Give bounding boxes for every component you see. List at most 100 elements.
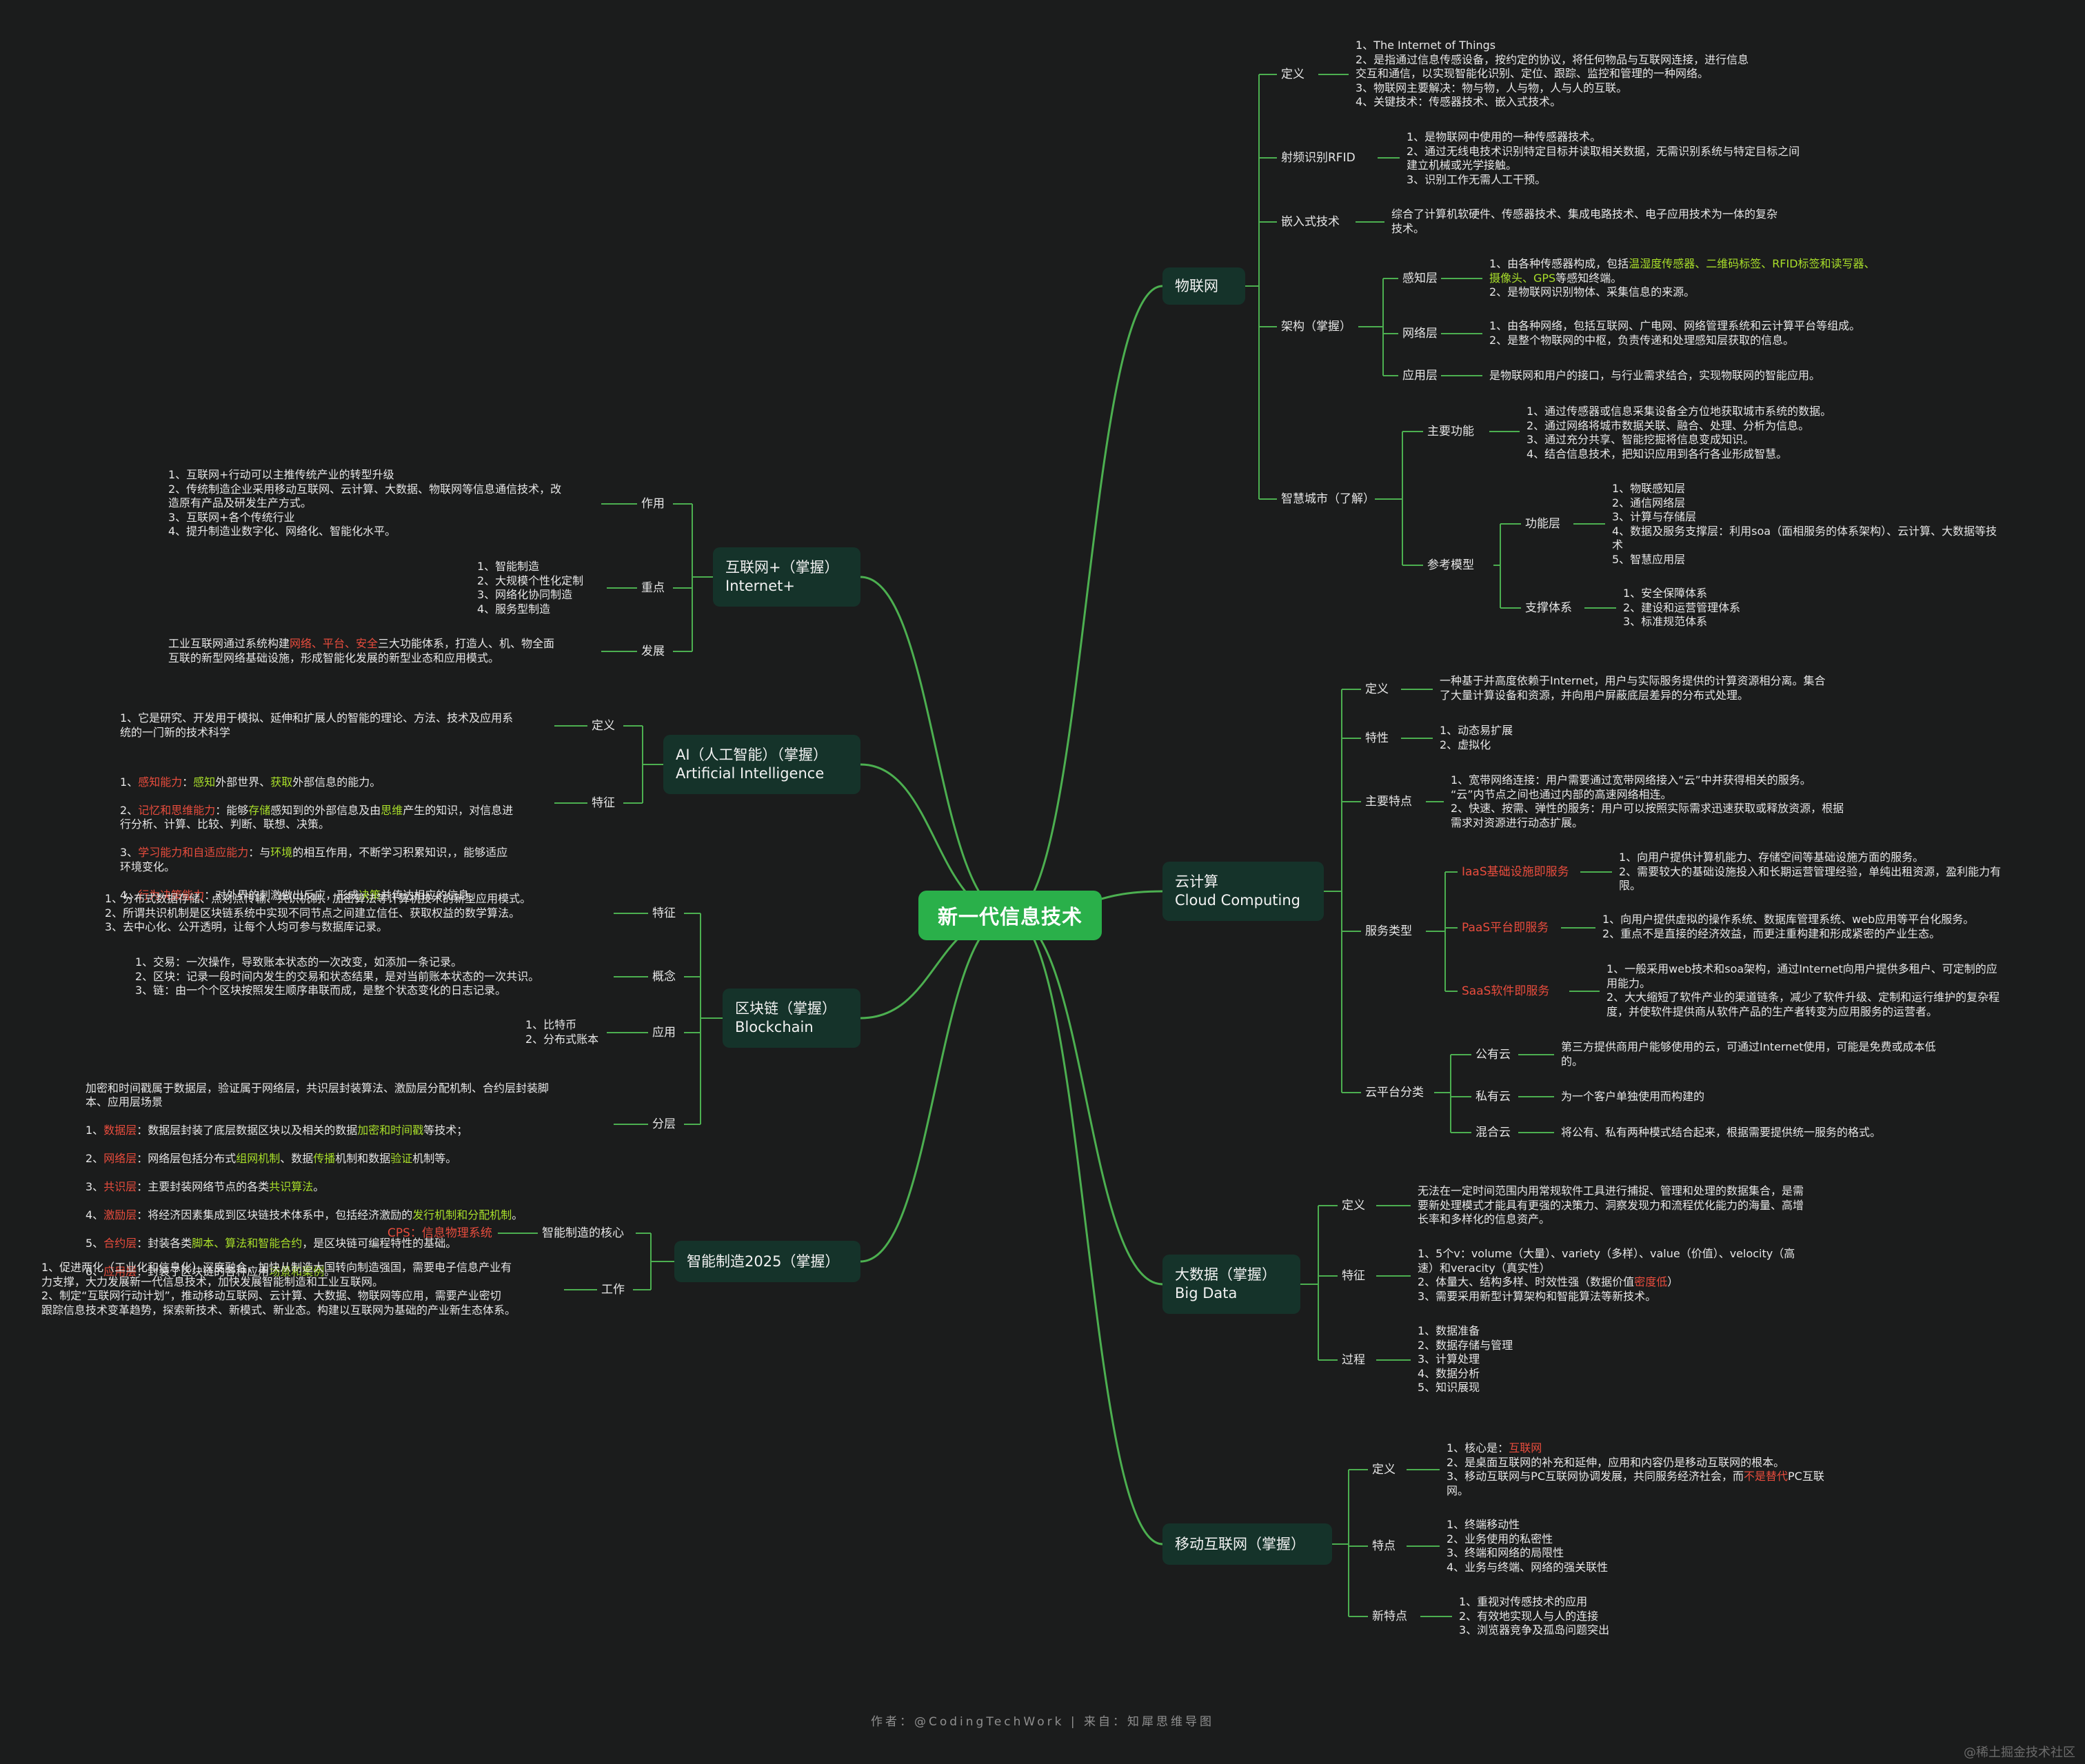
text-mobile-def-a: 1、核心是： <box>1447 1441 1509 1454</box>
topic-internetplus[interactable]: 互联网+（掌握） Internet+ <box>713 547 860 607</box>
topic-ai[interactable]: AI（人工智能）（掌握） Artificial Intelligence <box>663 735 860 794</box>
topic-internetplus-title: 互联网+（掌握） <box>725 559 839 576</box>
label-mobile-new-traits[interactable]: 新特点 <box>1372 1610 1407 1623</box>
label-cloud-public[interactable]: 公有云 <box>1475 1048 1511 1062</box>
label-made2025-core[interactable]: 智能制造的核心 <box>542 1226 624 1240</box>
text-ip-dev-c: 三大功能体系，打造人、机、物全面 互联的新型网络基础设施，形成智能化发展的新型业… <box>168 637 555 665</box>
label-iot-app-layer[interactable]: 应用层 <box>1402 369 1438 383</box>
label-internetplus-role[interactable]: 作用 <box>641 497 665 511</box>
label-cloud-service-types[interactable]: 服务类型 <box>1365 924 1412 938</box>
label-made2025-cps[interactable]: CPS：信息物理系统 <box>387 1226 492 1240</box>
topic-bigdata[interactable]: 大数据（掌握） Big Data <box>1162 1255 1300 1314</box>
label-made2025-work[interactable]: 工作 <box>601 1283 625 1297</box>
text-ip-dev-highlight: 网络、平台、安全 <box>290 637 379 650</box>
text-cloud-iaas: 1、向用户提供计算机能力、存储空间等基础设施方面的服务。 2、需要较大的基础设施… <box>1619 851 2002 892</box>
label-internetplus-development[interactable]: 发展 <box>641 645 665 658</box>
text-cloud-public: 第三方提供商用户能够使用的云，可通过Internet使用，可能是免费或成本低 的… <box>1561 1040 1936 1068</box>
text-internetplus-development: 工业互联网通过系统构建网络、平台、安全三大功能体系，打造人、机、物全面 互联的新… <box>168 637 554 665</box>
text-iot-sense-a: 1、由各种传感器构成，包括 <box>1489 257 1629 270</box>
topic-blockchain-title: 区块链（掌握） <box>735 1000 836 1017</box>
label-blockchain-application[interactable]: 应用 <box>652 1026 676 1040</box>
topic-blockchain-subtitle: Blockchain <box>735 1019 814 1035</box>
label-iot-rfid[interactable]: 射频识别RFID <box>1281 151 1356 165</box>
label-city-reference-model[interactable]: 参考模型 <box>1427 558 1474 572</box>
text-iot-network-layer: 1、由各种网络，包括互联网、广电网、网络管理系统和云计算平台等组成。 2、是整个… <box>1489 319 1861 347</box>
text-bc-layer-5: 5、合约层：封装各类脚本、算法和智能合约，是区块链可编程特性的基础。 <box>85 1237 457 1250</box>
text-iot-embedded: 综合了计算机软硬件、传感器技术、集成电路技术、电子应用技术为一体的复杂 技术。 <box>1391 207 1778 235</box>
text-bc-layer-6: 6、应用层：封装了区块链的各种应用场景和案例。 <box>85 1265 336 1278</box>
label-iot-architecture[interactable]: 架构（掌握） <box>1281 320 1351 334</box>
text-blockchain-concept: 1、交易：一次操作，导致账本状态的一次改变，如添加一条记录。 2、区块：记录一段… <box>135 955 540 997</box>
label-model-function-layer[interactable]: 功能层 <box>1525 517 1560 531</box>
label-cloud-private[interactable]: 私有云 <box>1475 1090 1511 1104</box>
label-blockchain-layers[interactable]: 分层 <box>652 1117 676 1131</box>
text-blockchain-layers: 加密和时间戳属于数据层，验证属于网络层，共识层封装算法、激励层分配机制、合约层封… <box>85 1067 549 1293</box>
label-iot-smart-city[interactable]: 智慧城市（了解） <box>1281 492 1375 506</box>
text-bigdata-features-c: ） 3、需要采用新型计算架构和智能算法等新技术。 <box>1418 1275 1679 1303</box>
text-cloud-hybrid: 将公有、私有两种模式结合起来，根据需要提供统一服务的格式。 <box>1561 1126 1882 1139</box>
topic-blockchain[interactable]: 区块链（掌握） Blockchain <box>723 989 860 1048</box>
text-ai-feature-4: 4、行为决策能力：对外界的刺激做出反应，形成决策并传达相应的信息。 <box>120 888 481 902</box>
text-cloud-saas: 1、一般采用web技术和soa架构，通过Internet向用户提供多租户、可定制… <box>1606 962 2000 1018</box>
label-model-support-system[interactable]: 支撑体系 <box>1525 601 1572 615</box>
topic-cloud-subtitle: Cloud Computing <box>1175 892 1300 909</box>
label-city-main-functions[interactable]: 主要功能 <box>1427 425 1474 438</box>
label-mobile-traits[interactable]: 特点 <box>1372 1539 1396 1553</box>
label-cloud-features[interactable]: 特性 <box>1365 731 1389 745</box>
text-ai-feature-3: 3、学习能力和自适应能力：与环境的相互作用，不断学习积累知识，，能够适应 环境变… <box>120 846 508 873</box>
label-ai-features[interactable]: 特征 <box>592 796 615 810</box>
topic-ai-subtitle: Artificial Intelligence <box>676 765 825 782</box>
text-bc-layer-3: 3、共识层：主要封装网络节点的各类共识算法。 <box>85 1180 325 1193</box>
text-model-function-layer: 1、物联感知层 2、通信网络层 3、计算与存储层 4、数据及服务支撑层：利用so… <box>1612 482 1997 566</box>
label-cloud-iaas[interactable]: IaaS基础设施即服务 <box>1462 865 1569 879</box>
topic-mobile-title: 移动互联网（掌握） <box>1175 1535 1305 1552</box>
label-blockchain-concept[interactable]: 概念 <box>652 970 676 984</box>
label-bigdata-features[interactable]: 特征 <box>1342 1269 1365 1283</box>
text-iot-sense-layer: 1、由各种传感器构成，包括温湿度传感器、二维码标签、RFID标签和读写器、 摄像… <box>1489 257 1875 300</box>
text-cloud-features: 1、动态易扩展 2、虚拟化 <box>1440 724 1513 751</box>
label-iot-sense-layer[interactable]: 感知层 <box>1402 272 1438 285</box>
text-cloud-private: 为一个客户单独使用而构建的 <box>1561 1090 1705 1103</box>
label-mobile-definition[interactable]: 定义 <box>1372 1463 1396 1477</box>
root-node[interactable]: 新一代信息技术 <box>918 891 1102 940</box>
label-cloud-saas[interactable]: SaaS软件即服务 <box>1462 984 1550 998</box>
label-cloud-platform-types[interactable]: 云平台分类 <box>1365 1086 1424 1099</box>
text-internetplus-key: 1、智能制造 2、大规模个性化定制 3、网络化协同制造 4、服务型制造 <box>477 560 584 616</box>
label-internetplus-key[interactable]: 重点 <box>641 581 665 595</box>
topic-cloud[interactable]: 云计算 Cloud Computing <box>1162 862 1324 921</box>
text-bigdata-features-highlight: 密度低 <box>1634 1275 1668 1288</box>
label-cloud-main-traits[interactable]: 主要特点 <box>1365 795 1412 809</box>
text-bigdata-features: 1、5个v：volume（大量）、variety（多样）、value（价值）、v… <box>1418 1247 1795 1304</box>
topic-made2025[interactable]: 智能制造2025（掌握） <box>674 1241 860 1282</box>
label-iot-network-layer[interactable]: 网络层 <box>1402 327 1438 341</box>
text-iot-rfid: 1、是物联网中使用的一种传感器技术。 2、通过无线电技术识别特定目标并读取相关数… <box>1407 130 1800 186</box>
watermark: @稀土掘金技术社区 <box>1964 1745 2075 1760</box>
topic-internetplus-subtitle: Internet+ <box>725 578 795 594</box>
connector-root-internetplus <box>860 576 1011 917</box>
text-iot-sense-highlight: 温湿度传感器、二维码标签、RFID标签和读写器、 摄像头、GPS <box>1489 257 1875 285</box>
label-cloud-hybrid[interactable]: 混合云 <box>1475 1126 1511 1139</box>
label-iot-embedded[interactable]: 嵌入式技术 <box>1281 215 1340 229</box>
topic-iot[interactable]: 物联网 <box>1162 267 1245 305</box>
label-iot-definition[interactable]: 定义 <box>1281 68 1305 81</box>
connector-root-mobile <box>1009 914 1163 1545</box>
text-mobile-definition: 1、核心是：互联网 2、是桌面互联网的补充和延伸，应用和内容仍是移动互联网的根本… <box>1447 1441 1824 1498</box>
text-ip-dev-a: 工业互联网通过系统构建 <box>168 637 290 650</box>
text-mobile-def-core: 互联网 <box>1509 1441 1542 1454</box>
footer-credit: 作者：@CodingTechWork | 来自：知犀思维导图 <box>870 1715 1214 1729</box>
topic-bigdata-subtitle: Big Data <box>1175 1285 1238 1301</box>
label-ai-definition[interactable]: 定义 <box>592 719 615 733</box>
text-mobile-traits: 1、终端移动性 2、业务使用的私密性 3、终端和网络的局限性 4、业务与终端、网… <box>1447 1518 1609 1574</box>
label-bigdata-process[interactable]: 过程 <box>1342 1353 1365 1367</box>
text-ai-feature-1: 1、感知能力：感知外部世界、获取外部信息的能力。 <box>120 775 381 789</box>
label-cloud-definition[interactable]: 定义 <box>1365 682 1389 696</box>
topic-cloud-title: 云计算 <box>1175 873 1218 890</box>
topic-mobile[interactable]: 移动互联网（掌握） <box>1162 1523 1332 1565</box>
label-cloud-paas[interactable]: PaaS平台即服务 <box>1462 921 1549 935</box>
text-bc-layer-1: 1、数据层：数据层封装了底层数据区块以及相关的数据加密和时间戳等技术； <box>85 1124 468 1137</box>
label-bigdata-definition[interactable]: 定义 <box>1342 1199 1365 1213</box>
text-bigdata-definition: 无法在一定时间范围内用常规软件工具进行捕捉、管理和处理的数据集合，是需 要新处理… <box>1418 1184 1804 1226</box>
label-blockchain-features[interactable]: 特征 <box>652 906 676 920</box>
text-cloud-paas: 1、向用户提供虚拟的操作系统、数据库管理系统、web应用等平台化服务。 2、重点… <box>1602 913 1975 940</box>
